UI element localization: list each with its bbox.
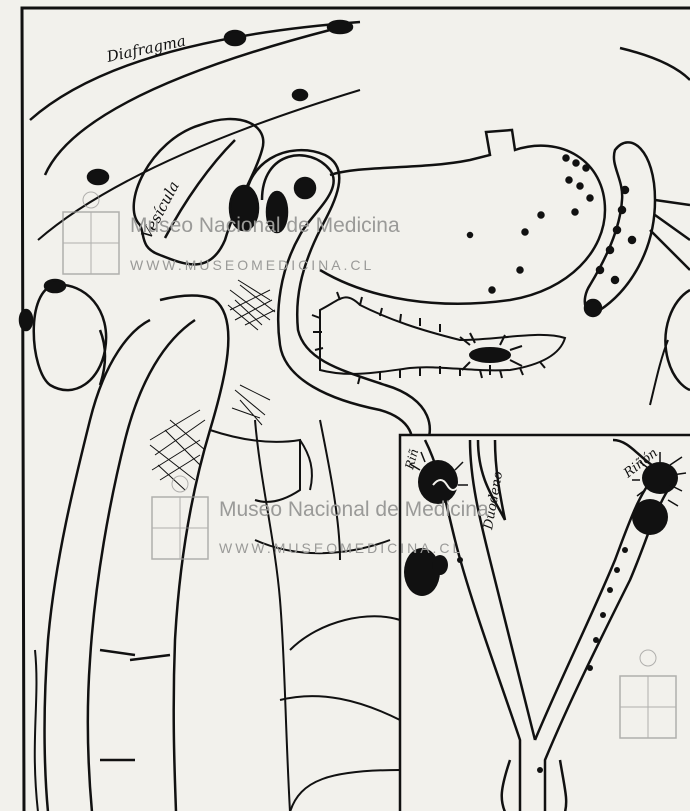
spleen: [585, 142, 690, 316]
colon-tubes: [35, 296, 229, 811]
watermark-name: Museo Nacional de Medicina: [219, 498, 489, 521]
left-kidney-edge: [665, 290, 690, 390]
left-ureter-edge: [650, 340, 668, 405]
duodenal-loop: [230, 150, 430, 455]
lymphatic-hatching: [150, 280, 275, 490]
liver-lobe: [20, 280, 106, 390]
watermark-logo: [63, 192, 119, 274]
inset-panel: Riñ Duodeno Riñón: [400, 435, 690, 811]
watermark-name: Museo Nacional de Medicina: [130, 214, 400, 237]
watermark-url: WWW.MUSEOMEDICINA.CL: [130, 257, 374, 273]
watermark-url: WWW.MUSEOMEDICINA.CL: [219, 540, 463, 556]
diafragma-label: Diafragma: [104, 32, 187, 66]
abdominal-vessels: [210, 420, 400, 811]
pancreas: [312, 292, 565, 384]
watermark-logo: [152, 476, 208, 559]
